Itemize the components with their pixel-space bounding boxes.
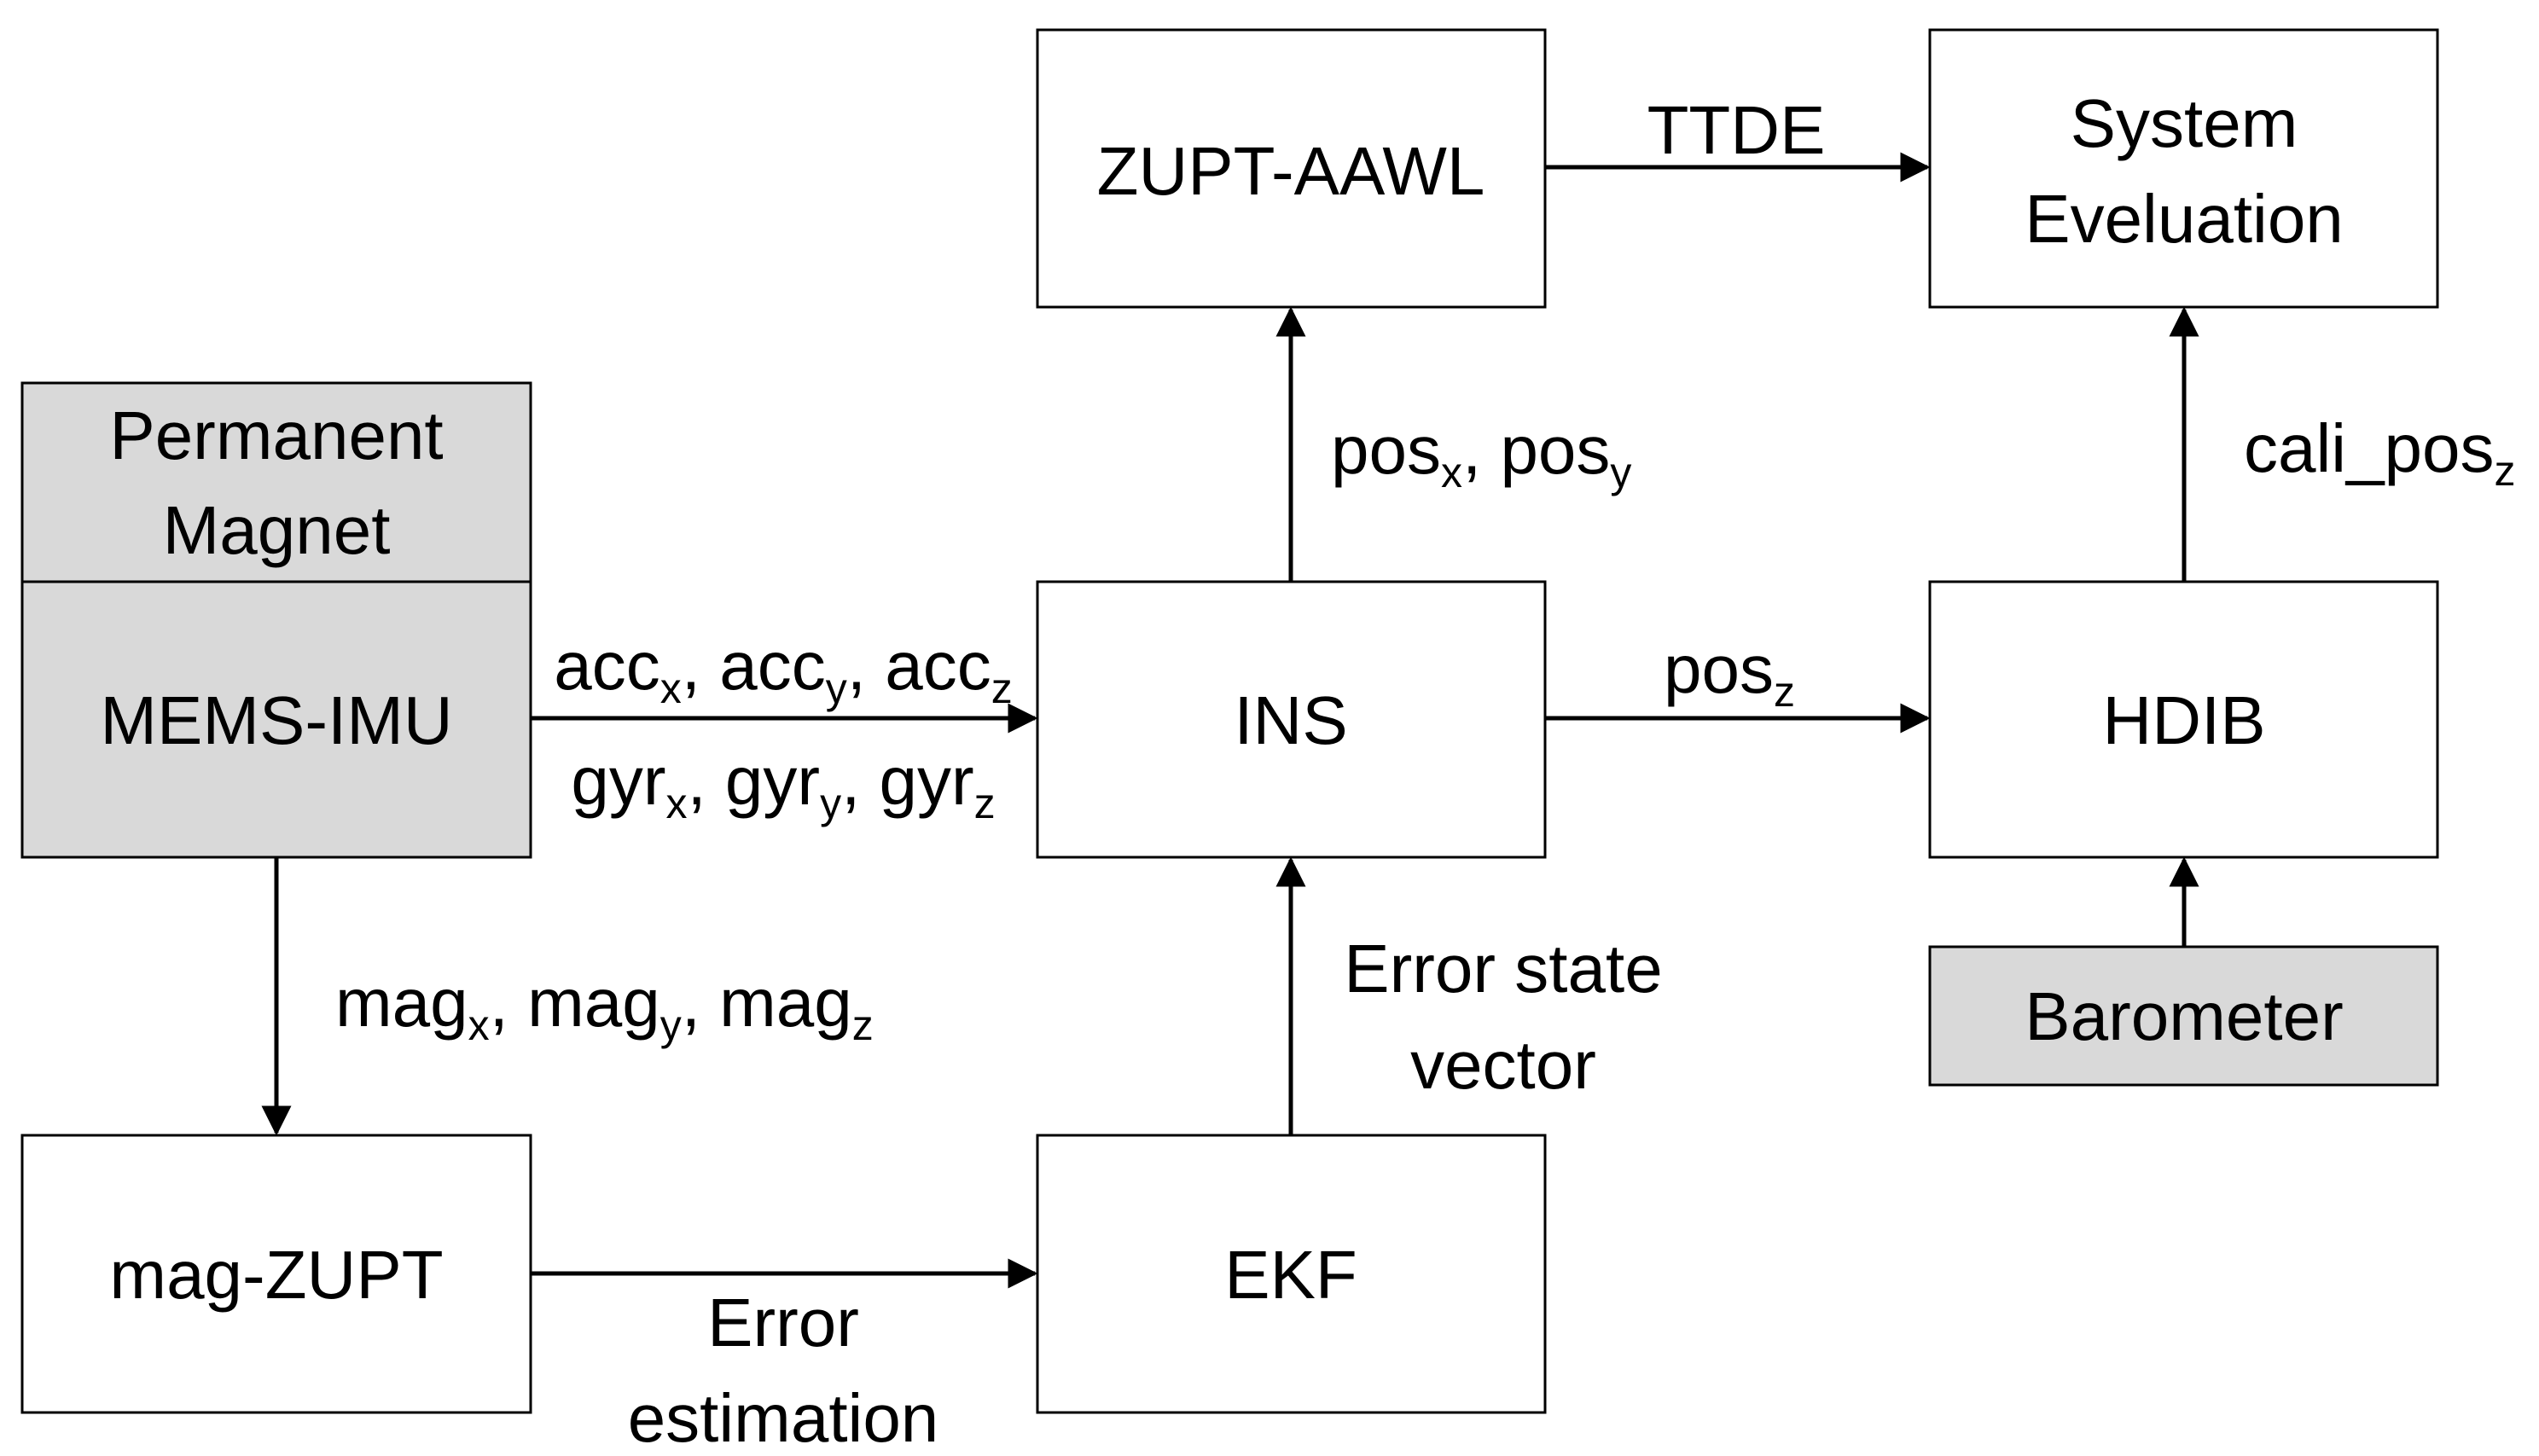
mag-zupt-label: mag-ZUPT [109, 1237, 443, 1313]
ekf-label: EKF [1224, 1237, 1357, 1313]
zupt-aawl-block: ZUPT-AAWL [1036, 28, 1547, 309]
edge-label-ttde: TTDE [1647, 92, 1826, 168]
system-evaluation-label-line1: System [2071, 85, 2298, 161]
edge-label-mag: magx, magy, magz [335, 965, 874, 1049]
barometer-label: Barometer [2025, 978, 2343, 1054]
system-evaluation-block: System Eveluation [1928, 28, 2439, 309]
mems-imu-label: MEMS-IMU [100, 682, 452, 758]
barometer-block: Barometer [1928, 945, 2439, 1087]
mag-zupt-block: mag-ZUPT [20, 1134, 532, 1414]
system-evaluation-label-line2: Eveluation [2025, 181, 2344, 257]
edge-label-error-estimation-line2: estimation [628, 1380, 939, 1456]
edge-label-error-state-line1: Error state [1344, 931, 1662, 1006]
ekf-block: EKF [1036, 1134, 1547, 1414]
hdib-block: HDIB [1928, 580, 2439, 859]
hdib-label: HDIB [2102, 682, 2265, 758]
edge-label-error-state-line2: vector [1410, 1027, 1596, 1103]
ins-block: INS [1036, 580, 1547, 859]
edge-label-acc: accx, accy, accz [554, 628, 1012, 712]
edge-label-pos-xy: posx, posy [1331, 412, 1631, 496]
zupt-aawl-label: ZUPT-AAWL [1097, 133, 1485, 209]
edge-label-cali-pos-z: cali_posz [2244, 410, 2516, 495]
edge-label-gyr: gyrx, gyry, gyrz [571, 743, 995, 827]
mems-imu-block: MEMS-IMU [20, 580, 532, 859]
edge-label-pos-z: posz [1664, 631, 1795, 716]
permanent-magnet-label-line1: Permanent [109, 397, 443, 473]
ins-label: INS [1234, 682, 1347, 758]
edge-label-error-estimation-line1: Error [707, 1285, 859, 1360]
permanent-magnet-label-line2: Magnet [163, 492, 391, 568]
permanent-magnet-block: Permanent Magnet [20, 381, 532, 583]
